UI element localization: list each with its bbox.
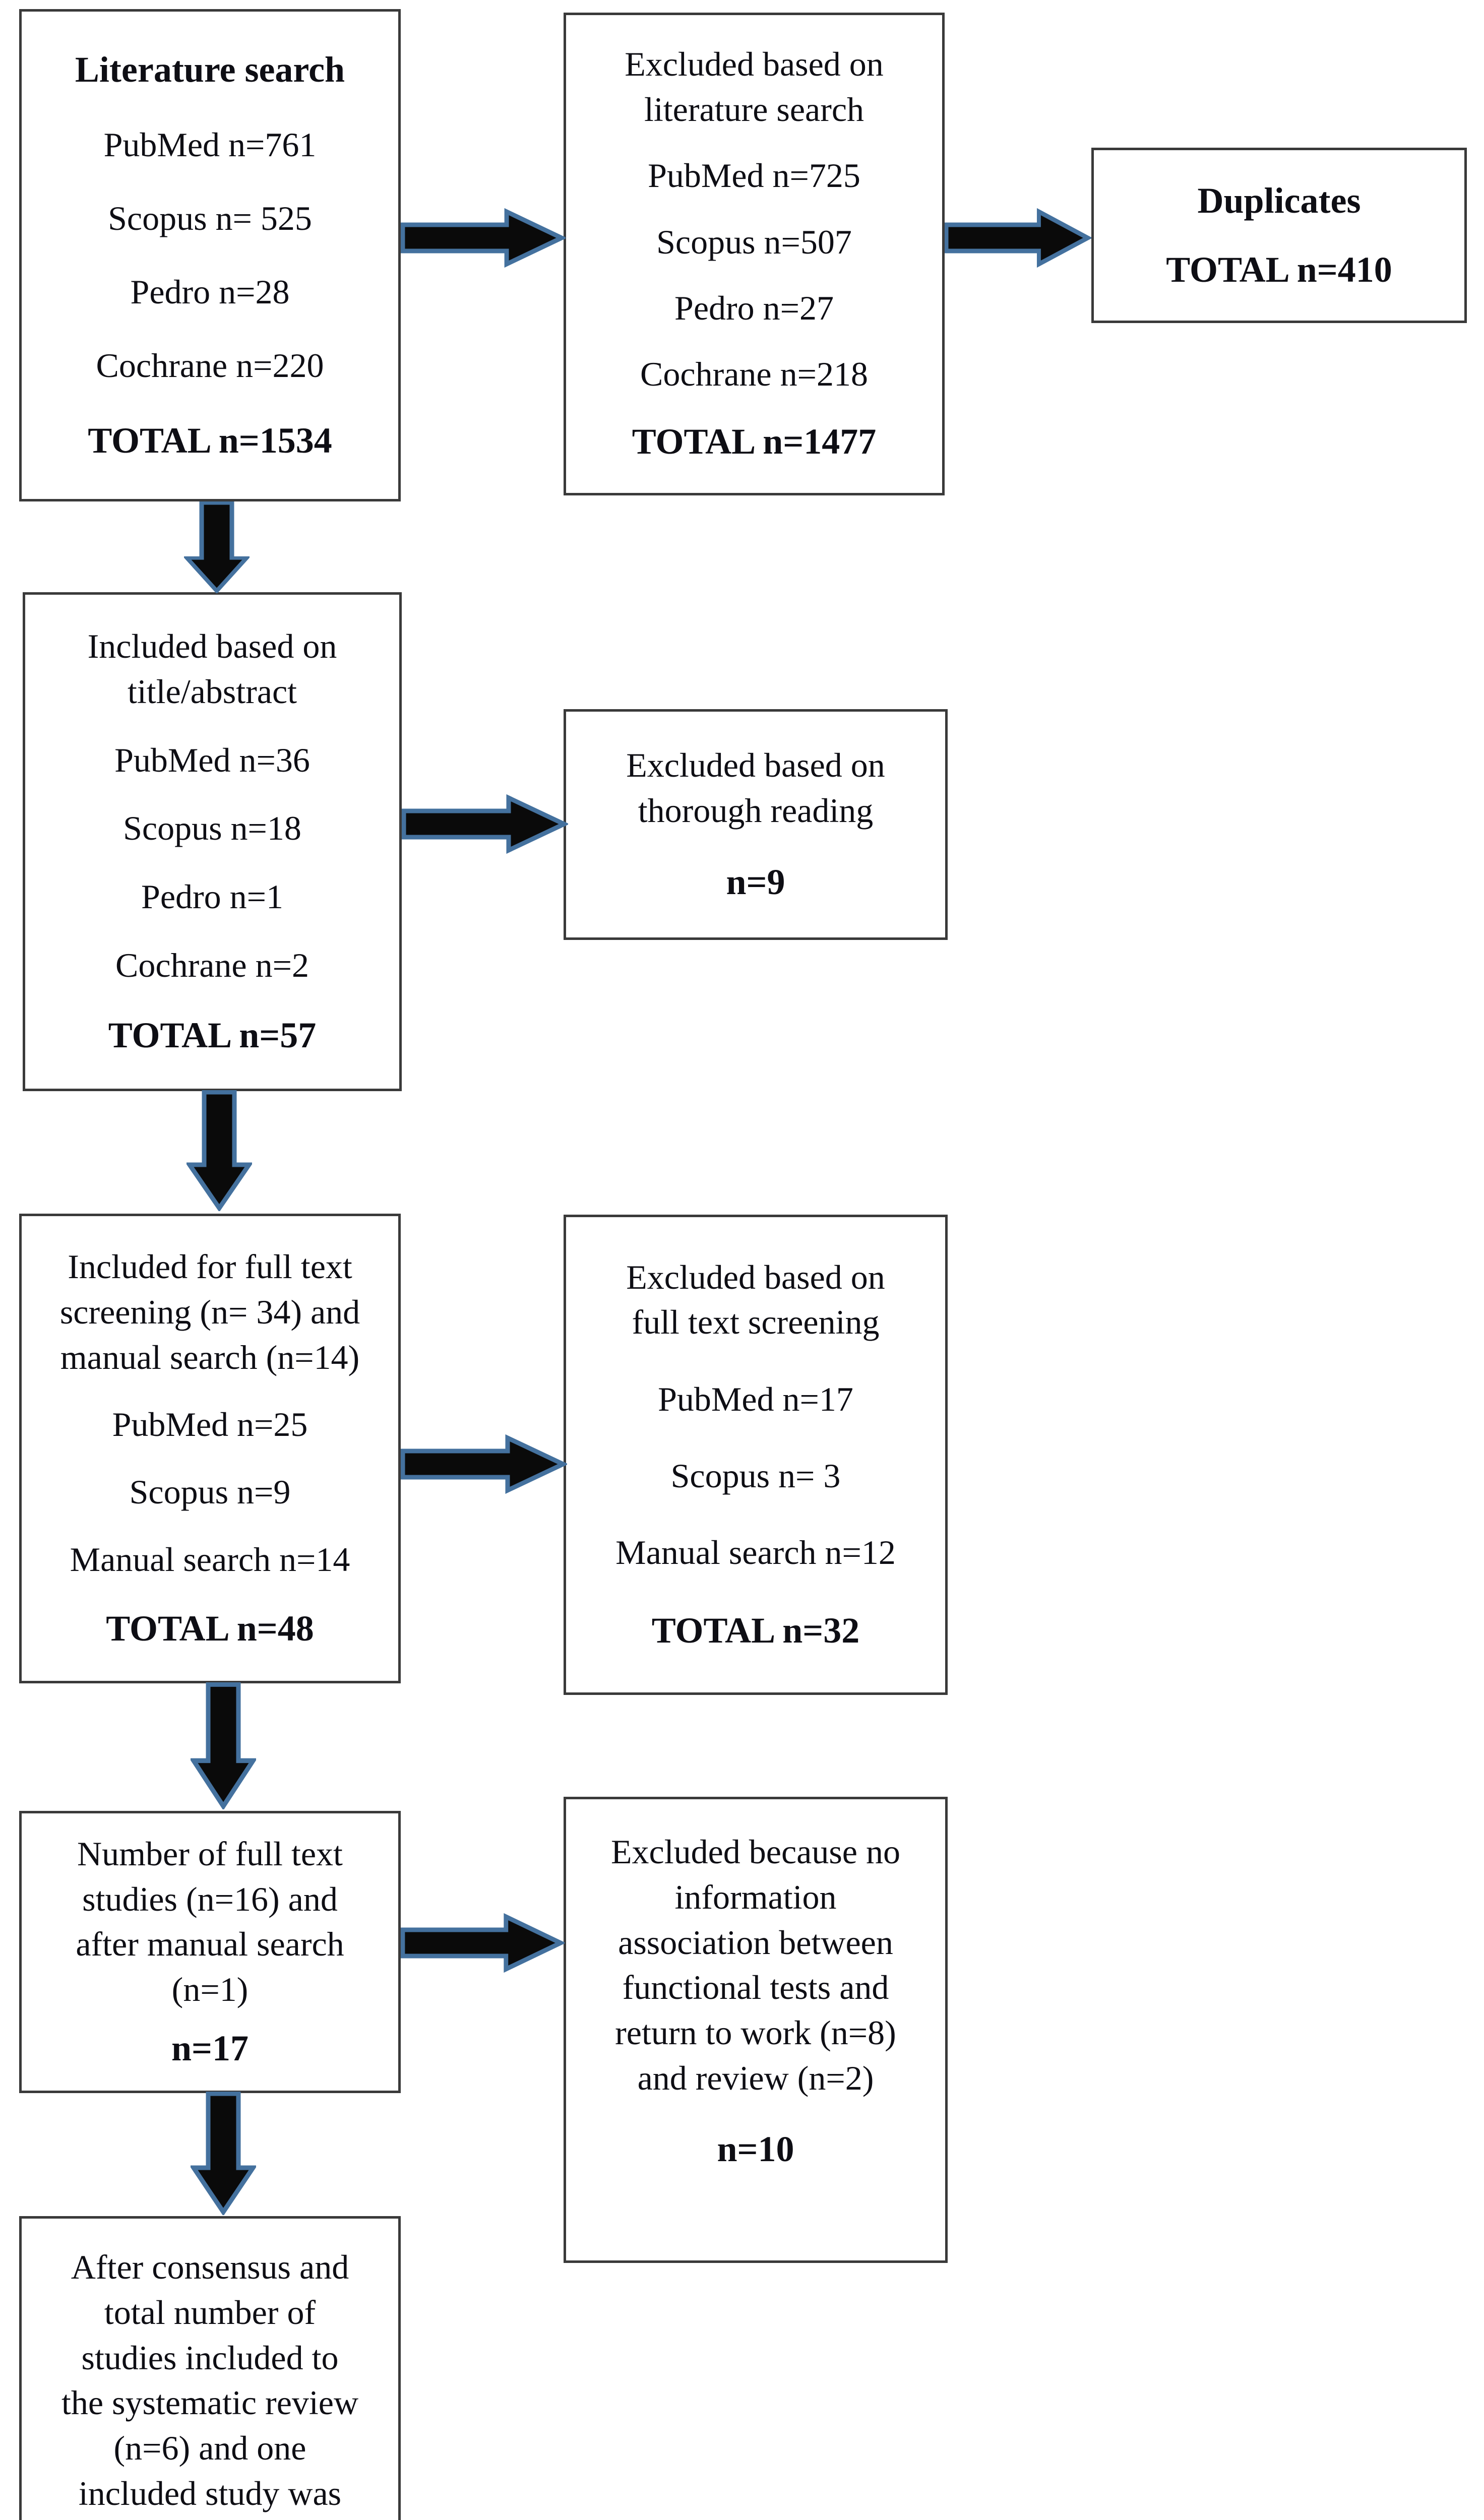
box-paragraph: PubMed n=725 xyxy=(648,156,860,195)
box-paragraph: Scopus n=507 xyxy=(656,222,852,261)
arrow-title-abstract-to-thorough-reading xyxy=(402,794,568,854)
arrow-studies-to-excluded-no-information xyxy=(401,1913,565,1973)
box-paragraph: TOTAL n=1534 xyxy=(88,420,332,461)
box-paragraph: n=9 xyxy=(726,862,785,903)
box-paragraph: Cochrane n=2 xyxy=(115,946,309,985)
box-paragraph: Pedro n=1 xyxy=(141,877,283,916)
box-paragraph: TOTAL n=57 xyxy=(108,1015,317,1055)
arrow-excluded-search-to-duplicates xyxy=(945,208,1091,268)
box-paragraph: Scopus n= 525 xyxy=(108,199,312,237)
box-paragraph: PubMed n=25 xyxy=(112,1405,308,1444)
arrow-full-text-to-excluded-full-text xyxy=(401,1434,567,1494)
box-paragraph: TOTAL n=1477 xyxy=(632,421,877,462)
box-paragraph: Pedro n=27 xyxy=(674,288,834,327)
box-paragraph: Scopus n=9 xyxy=(129,1473,291,1511)
arrow-title-abstract-to-full-text xyxy=(187,1090,252,1211)
arrow-studies-to-consensus xyxy=(191,2092,256,2215)
arrow-full-text-to-studies xyxy=(191,1682,256,1809)
box-paragraph: Literature search xyxy=(75,49,345,90)
box-paragraph: Manual search n=12 xyxy=(615,1533,896,1572)
box-paragraph: n=17 xyxy=(171,2028,249,2068)
box-paragraph: PubMed n=36 xyxy=(114,740,310,779)
box-paragraph: PubMed n=761 xyxy=(103,125,317,164)
box-paragraph: Cochrane n=218 xyxy=(640,355,868,394)
box-paragraph: n=10 xyxy=(717,2128,794,2169)
box-paragraph: TOTAL n=48 xyxy=(106,1608,314,1649)
arrow-literature-to-title-abstract xyxy=(184,501,250,593)
box-paragraph: Scopus n=18 xyxy=(123,809,301,848)
box-paragraph: Duplicates xyxy=(1197,180,1361,221)
box-paragraph: Pedro n=28 xyxy=(130,272,290,311)
box-paragraph: Scopus n= 3 xyxy=(670,1456,841,1495)
box-paragraph: Cochrane n=220 xyxy=(96,346,324,385)
box-paragraph: TOTAL n=410 xyxy=(1166,249,1392,290)
box-paragraph: TOTAL n=32 xyxy=(651,1610,860,1651)
arrow-literature-to-excluded-search xyxy=(401,208,566,268)
box-paragraph: Manual search n=14 xyxy=(70,1540,350,1579)
box-paragraph: PubMed n=17 xyxy=(658,1379,853,1418)
